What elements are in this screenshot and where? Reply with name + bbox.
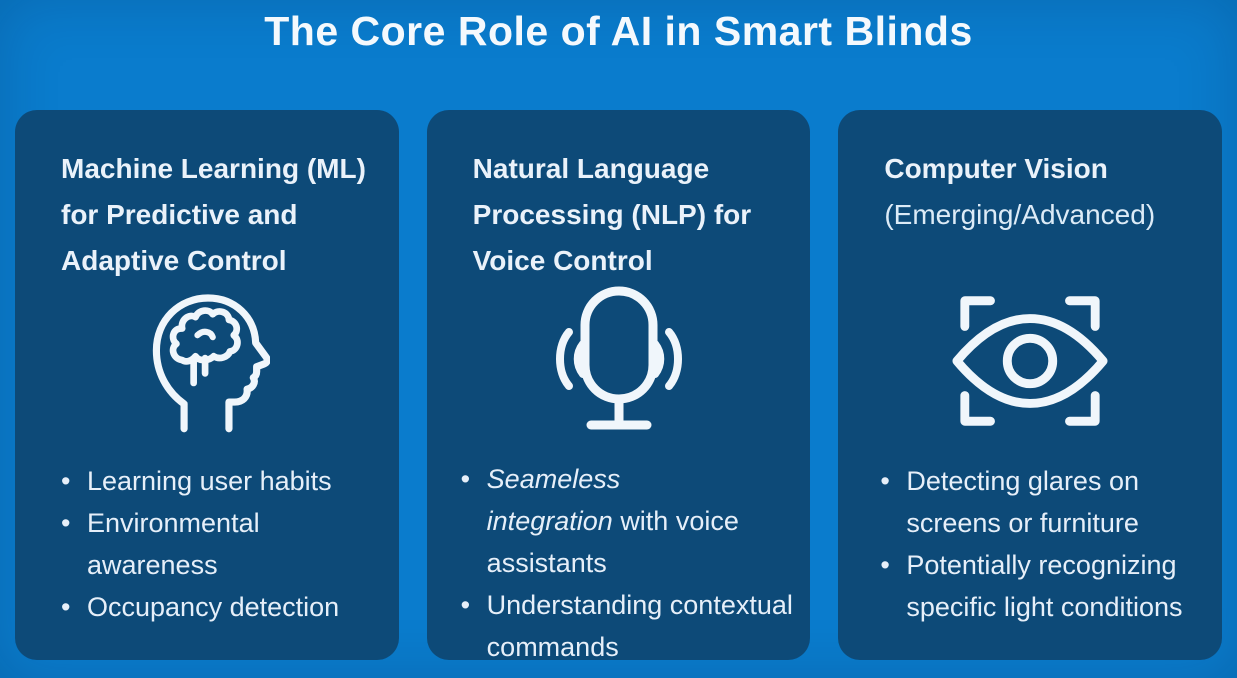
card-heading-main: Computer Vision bbox=[884, 153, 1108, 184]
page-title: The Core Role of AI in Smart Blinds bbox=[264, 8, 973, 54]
bullet-item: Detecting glares on screens or furniture bbox=[878, 460, 1206, 544]
card-heading-nlp: Natural Language Processing (NLP) for Vo… bbox=[472, 153, 752, 276]
bullet-item: Environmental awareness bbox=[59, 502, 383, 586]
card-heading-sub: (Emerging/Advanced) bbox=[884, 199, 1156, 230]
eye-scan-icon bbox=[838, 286, 1222, 436]
card-heading-computer-vision: Computer Vision (Emerging/Advanced) bbox=[884, 146, 1204, 286]
bullet-item: Learning user habits bbox=[59, 460, 383, 502]
bullet-item: Understanding contextual commands bbox=[459, 584, 795, 668]
bullet-list-machine-learning: Learning user habits Environmental aware… bbox=[59, 460, 383, 628]
bullet-list-computer-vision: Detecting glares on screens or furniture… bbox=[878, 460, 1206, 628]
head-brain-icon bbox=[15, 286, 399, 436]
card-computer-vision: Computer Vision (Emerging/Advanced) Dete… bbox=[838, 110, 1223, 660]
card-nlp: Natural Language Processing (NLP) for Vo… bbox=[426, 110, 811, 662]
card-machine-learning: Machine Learning (ML) for Predictive and… bbox=[15, 110, 399, 660]
microphone-voice-icon bbox=[427, 284, 811, 434]
bullet-item: Occupancy detection bbox=[59, 586, 383, 628]
cards-row: Machine Learning (ML) for Predictive and… bbox=[15, 110, 1223, 662]
bullet-item: Potentially recognizing specific light c… bbox=[878, 544, 1206, 628]
card-heading-machine-learning: Machine Learning (ML) for Predictive and… bbox=[61, 153, 366, 276]
